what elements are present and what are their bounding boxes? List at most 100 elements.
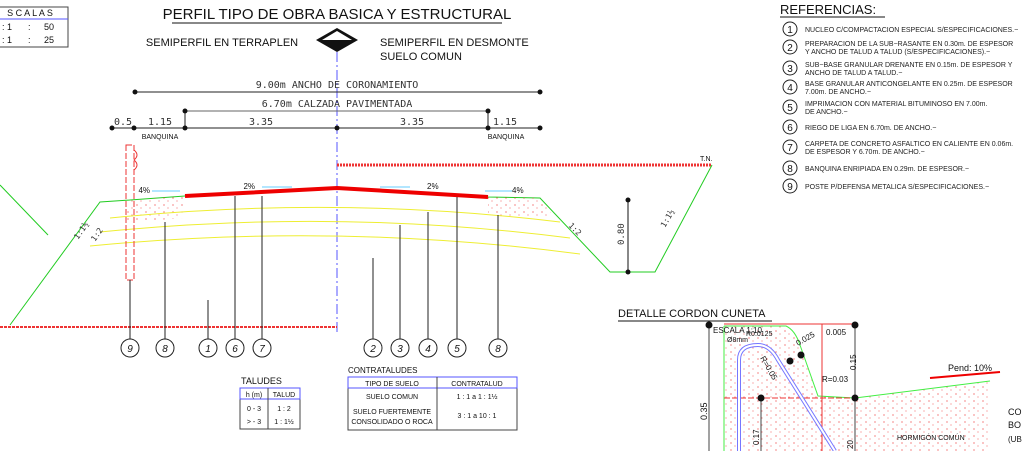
reference-text: BANQUINA ENRIPIADA EN 0.29m. DE ESPESOR.… [805, 166, 969, 173]
detalle-title: DETALLE CORDON CUNETA [618, 308, 766, 320]
reference-text: Y ANCHO DE TALUD A TALUD (S/ESPECIFICACI… [805, 49, 990, 56]
dim-335-right: 3.35 [400, 117, 424, 128]
dimension-lines [112, 91, 540, 129]
detalle-escala: ESCALA 1:10 [713, 326, 762, 335]
callout-number: 4 [425, 344, 431, 355]
detalle-cut-3: (UB [1008, 435, 1022, 444]
reference-number-circle [782, 21, 798, 37]
page-title: PERFIL TIPO DE OBRA BASICA Y ESTRUCTURAL [163, 6, 512, 23]
escala-ratio: : 1 [2, 22, 12, 32]
reference-text: NUCLEO C/COMPACTACION ESPECIAL S/ESPECIF… [805, 27, 1018, 34]
reference-number-circle [782, 119, 798, 135]
slope-arrows [152, 186, 512, 192]
reference-text: RIEGO DE LIGA EN 6.70m. DE ANCHO.− [805, 125, 936, 132]
reference-number: 2 [787, 43, 793, 54]
slope-2-right: 2% [427, 182, 439, 191]
taludes-cell: 0 - 3 [247, 406, 261, 413]
contrataludes-header: CONTRATALUD [451, 381, 502, 388]
taludes-title: TALUDES [241, 376, 282, 386]
reference-number: 1 [787, 25, 793, 36]
reference-number-circle [782, 178, 798, 194]
detalle-cut-1: CO [1008, 407, 1022, 417]
reference-text: ANCHO DE TALUD A TALUD.− [805, 70, 902, 77]
contrataludes-cell: 1 : 1 a 1 : 1½ [457, 393, 498, 401]
dim-115-right: 1.15 [493, 117, 517, 128]
detalle-r003: R=0.03 [822, 375, 849, 384]
reference-text: POSTE P/DEFENSA METALICA S/ESPECIFICACIO… [805, 184, 989, 191]
dim-calzada: 6.70m CALZADA PAVIMENTADA [262, 99, 413, 110]
callout-circle [225, 338, 245, 358]
callout-number: 2 [369, 344, 376, 355]
detalle-pend: Pend: 10% [948, 363, 992, 373]
dim-05: 0.5 [114, 117, 132, 128]
reference-text: IMPRIMACION CON MATERIAL BITUMINOSO EN 7… [805, 101, 987, 108]
reference-text: SUB−BASE GRANULAR DRENANTE EN 0.15m. DE … [805, 62, 1013, 69]
callout-number: 8 [162, 344, 168, 355]
taludes-table: TALUDES h (m) TALUD 0 - 3 1 : 2 > - 3 1 … [239, 376, 301, 430]
reference-text: BASE GRANULAR ANTICONGELANTE EN 0.25m. D… [805, 81, 1013, 88]
escala-sep: : [28, 22, 31, 32]
reference-number-circle [782, 99, 798, 115]
embankment-slope-outer [0, 184, 49, 236]
reference-number: 9 [787, 182, 793, 193]
reference-number-circle [782, 160, 798, 176]
ditch-depth-label: 0.80 [617, 223, 627, 245]
detalle-020: 20 [846, 440, 855, 449]
left-subtitle: SEMIPERFIL EN TERRAPLEN [146, 37, 298, 49]
detalle-diam: Ø8mm [727, 337, 748, 344]
reference-number: 6 [787, 123, 793, 134]
contrataludes-cell: 3 : 1 a 10 : 1 [458, 413, 497, 420]
slope-ratio-left-2: 1:2 [89, 226, 105, 243]
reference-number-circle [782, 139, 798, 155]
reference-number-circle [782, 79, 798, 95]
banquina-left-label: BANQUINA [142, 134, 179, 141]
right-subtitle-1: SEMIPERFIL EN DESMONTE [380, 37, 529, 49]
banquina-right-label: BANQUINA [488, 134, 525, 141]
banquina-right [488, 197, 555, 218]
reference-text: DE ANCHO.− [805, 109, 848, 116]
contrataludes-cell: SUELO COMUN [366, 394, 418, 401]
reference-number: 5 [787, 103, 793, 114]
contraslope-ratio: 1:1½ [658, 207, 676, 229]
referencias-title: REFERENCIAS: [780, 2, 876, 17]
detalle-015: 0.15 [849, 354, 858, 370]
callout-circle [418, 338, 438, 358]
detalle-cut-2: BO [1008, 420, 1021, 430]
slope-2-left: 2% [243, 182, 255, 191]
contrataludes-cell: SUELO FUERTEMENTE [353, 409, 431, 416]
taludes-cell: 1 : 2 [277, 406, 291, 413]
reference-number: 7 [787, 143, 793, 154]
callout-number: 1 [205, 344, 211, 355]
callout-circle [447, 338, 467, 358]
slope-4-left: 4% [138, 186, 150, 195]
escala-ratio: : 1 [2, 35, 12, 45]
referencias-list: 1 NUCLEO C/COMPACTACION ESPECIAL S/ESPECI… [782, 21, 1018, 194]
callout-number: 8 [495, 344, 501, 355]
tn-label: T.N. [700, 156, 713, 163]
callout-number: 5 [454, 344, 460, 355]
callout-circle [252, 338, 272, 358]
slope-4-right: 4% [512, 186, 524, 195]
right-subtitle-2: SUELO COMUN [380, 51, 462, 63]
callout-number: 6 [232, 344, 238, 355]
reference-number: 4 [787, 83, 793, 94]
reference-text: DE ESPESOR Y 6.70m. DE ANCHO.− [805, 149, 925, 156]
callout-circle [488, 338, 508, 358]
reference-text: CARPETA DE CONCRETO ASFALTICO EN CALIENT… [805, 141, 1013, 148]
cordon-cuneta-detail [705, 321, 1001, 451]
dim-115-left: 1.15 [148, 117, 172, 128]
callout-circle [390, 338, 410, 358]
taludes-header: TALUD [273, 392, 295, 399]
reference-number-circle [782, 60, 798, 76]
callout-circle [363, 338, 383, 358]
detalle-035: 0.35 [699, 402, 709, 420]
slope-ratio-left: 1:1½ [71, 219, 90, 241]
reference-number: 8 [787, 164, 793, 175]
callout-circle [120, 338, 140, 358]
escalas-header: S C A L A S [7, 8, 53, 18]
contrataludes-table: CONTRATALUDES TIPO DE SUELO CONTRATALUD … [347, 366, 518, 431]
reference-text: PREPARACION DE LA SUB−RASANTE EN 0.30m. … [805, 41, 1013, 48]
taludes-cell: 1 : 1½ [274, 418, 294, 426]
contrataludes-header: TIPO DE SUELO [365, 381, 419, 388]
